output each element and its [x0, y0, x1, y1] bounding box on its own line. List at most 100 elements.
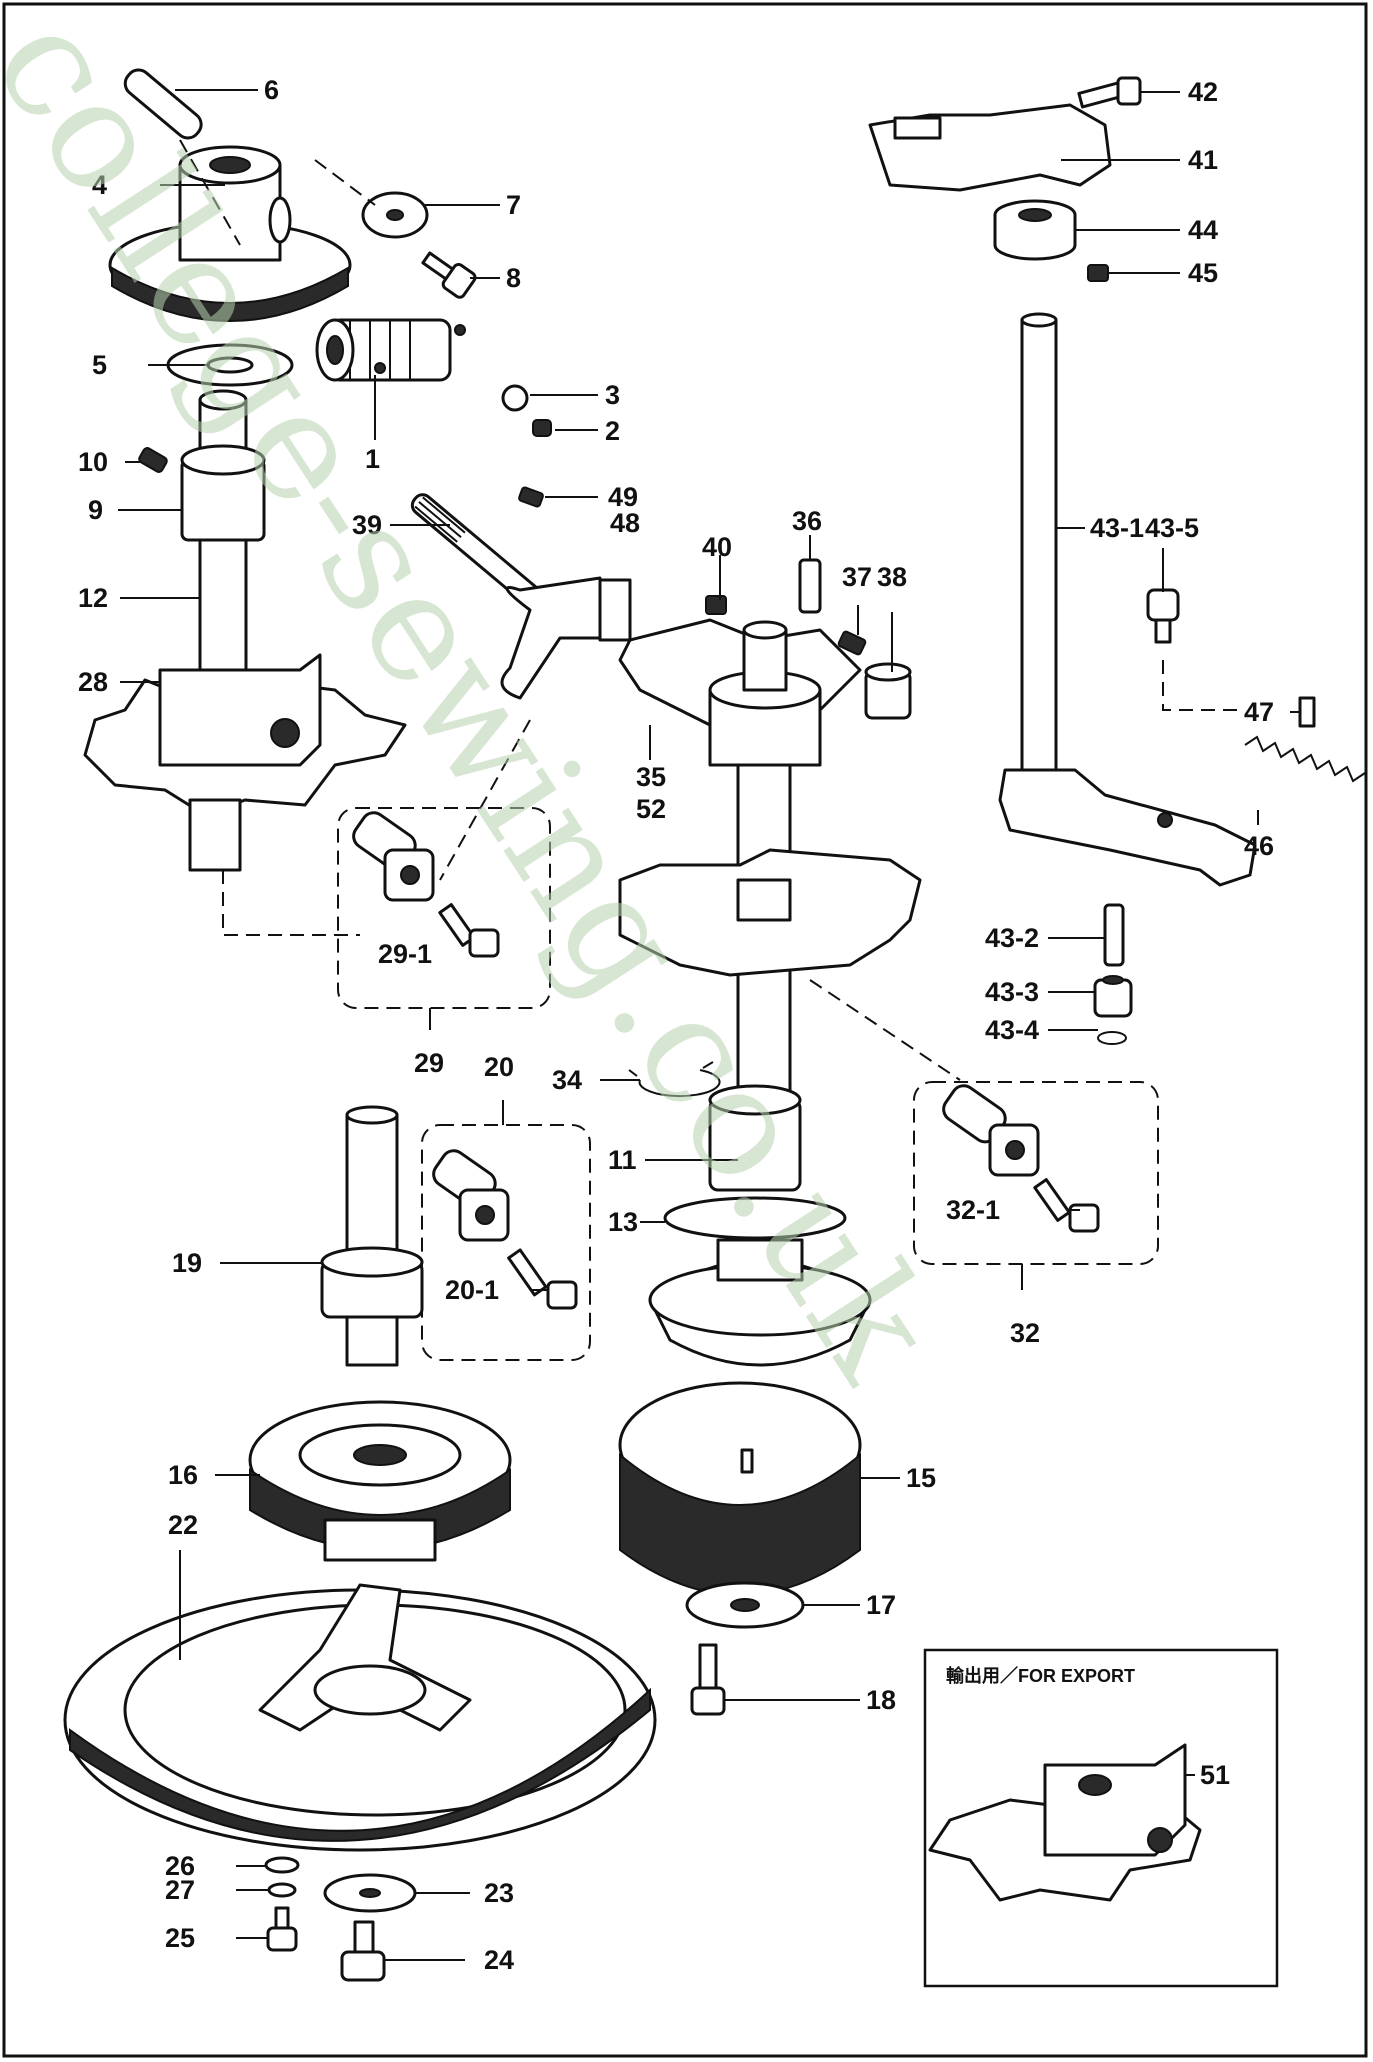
- leader-lines: [118, 89, 1300, 1961]
- callout-43-5: 43-5: [1145, 513, 1199, 543]
- pin-29: [352, 811, 500, 958]
- callout-19: 19: [172, 1248, 202, 1278]
- callout-20-1: 20-1: [445, 1275, 499, 1305]
- spring-46: [1244, 735, 1366, 783]
- callout-38: 38: [877, 562, 907, 592]
- callout-18: 18: [866, 1685, 896, 1715]
- callout-43-1: 43-1: [1090, 513, 1144, 543]
- callout-45: 45: [1188, 258, 1218, 288]
- callout-25: 25: [165, 1923, 195, 1953]
- callout-2: 2: [605, 416, 620, 446]
- callout-17: 17: [866, 1590, 896, 1620]
- callout-29: 29: [414, 1048, 444, 1078]
- callout-32-1: 32-1: [946, 1195, 1000, 1225]
- screw-43-5: [1146, 588, 1180, 622]
- washer-27: [267, 1882, 297, 1898]
- callout-26: 26: [165, 1851, 195, 1881]
- callout-1: 1: [365, 444, 380, 474]
- callout-28: 28: [78, 667, 108, 697]
- callout-43-4: 43-4: [985, 1015, 1039, 1045]
- callout-labels: 1 2 3 4 5 6 7 8 9 10 11 12 13 15 16 17 1…: [78, 75, 1274, 1975]
- gear-16: [248, 1400, 512, 1562]
- block-28: [158, 653, 322, 767]
- callout-40: 40: [702, 532, 732, 562]
- callout-7: 7: [506, 190, 521, 220]
- screw-18: [690, 1643, 726, 1716]
- callout-48: 48: [610, 508, 640, 538]
- callout-32: 32: [1010, 1318, 1040, 1348]
- ring-34: [638, 1069, 721, 1098]
- callout-51: 51: [1200, 1760, 1230, 1790]
- callout-52: 52: [636, 794, 666, 824]
- callout-11: 11: [608, 1145, 637, 1175]
- box-32: [913, 1081, 1159, 1265]
- callout-24: 24: [484, 1945, 514, 1975]
- callout-15: 15: [906, 1463, 936, 1493]
- block-51: [928, 1743, 1202, 1902]
- screw-25: [266, 1906, 298, 1952]
- coupling-1: [315, 318, 466, 382]
- washer-13: [663, 1196, 847, 1240]
- setscrew-45: [1087, 264, 1109, 282]
- screw-49: [518, 486, 544, 508]
- setscrew-2: [532, 419, 552, 437]
- right-assembly: [868, 76, 1366, 1045]
- callout-35: 35: [636, 762, 666, 792]
- callout-44: 44: [1188, 215, 1218, 245]
- callout-3: 3: [605, 380, 620, 410]
- pin-43-2: [1103, 903, 1125, 967]
- setscrew-10: [138, 447, 168, 473]
- callout-29-1: 29-1: [378, 939, 432, 969]
- center-assembly: [618, 558, 922, 1367]
- callout-46: 46: [1244, 831, 1274, 861]
- callout-36: 36: [792, 506, 822, 536]
- screw-24: [340, 1920, 386, 1982]
- collar-44: [993, 199, 1077, 261]
- callout-37: 37: [842, 562, 872, 592]
- handwheel-22: [63, 1583, 657, 1852]
- setscrew-37: [837, 630, 867, 656]
- pin-20: [432, 1149, 578, 1310]
- ring-43-4: [1097, 1031, 1127, 1045]
- callout-6: 6: [264, 75, 279, 105]
- clip-48: [500, 576, 602, 700]
- callout-22: 22: [168, 1510, 198, 1540]
- box-29: [337, 807, 551, 1009]
- callout-41: 41: [1188, 145, 1218, 175]
- callout-5: 5: [92, 350, 107, 380]
- callout-27: 27: [165, 1875, 195, 1905]
- pin-32: [942, 1084, 1100, 1233]
- callout-13: 13: [608, 1207, 638, 1237]
- callout-47: 47: [1244, 697, 1274, 727]
- callout-43-3: 43-3: [985, 977, 1039, 1007]
- screw-8: [421, 251, 477, 299]
- screw-42: [1077, 81, 1123, 109]
- callout-8: 8: [506, 263, 521, 293]
- shaft-43-1: [1020, 318, 1058, 772]
- callout-43-2: 43-2: [985, 923, 1039, 953]
- upper-gear-assembly: [83, 68, 552, 872]
- callout-9: 9: [88, 495, 103, 525]
- callout-42: 42: [1188, 77, 1218, 107]
- callout-39: 39: [352, 510, 382, 540]
- export-box-label: 輸出用／FOR EXPORT: [946, 1665, 1135, 1686]
- callout-23: 23: [484, 1878, 514, 1908]
- bracket-43: [998, 768, 1257, 887]
- callout-20: 20: [484, 1052, 514, 1082]
- stud-47: [1298, 696, 1316, 728]
- setscrew-40: [705, 595, 727, 615]
- callout-16: 16: [168, 1460, 198, 1490]
- shaft-19: [320, 1105, 424, 1367]
- callout-49: 49: [608, 482, 638, 512]
- pin-6: [123, 68, 203, 140]
- collar-43-3: [1093, 978, 1133, 1018]
- pin-36: [798, 558, 822, 614]
- washer-26: [264, 1856, 300, 1874]
- callout-12: 12: [78, 583, 108, 613]
- callout-34: 34: [552, 1065, 582, 1095]
- callout-10: 10: [78, 447, 108, 477]
- gear-15: [618, 1381, 862, 1596]
- callout-4: 4: [92, 170, 107, 200]
